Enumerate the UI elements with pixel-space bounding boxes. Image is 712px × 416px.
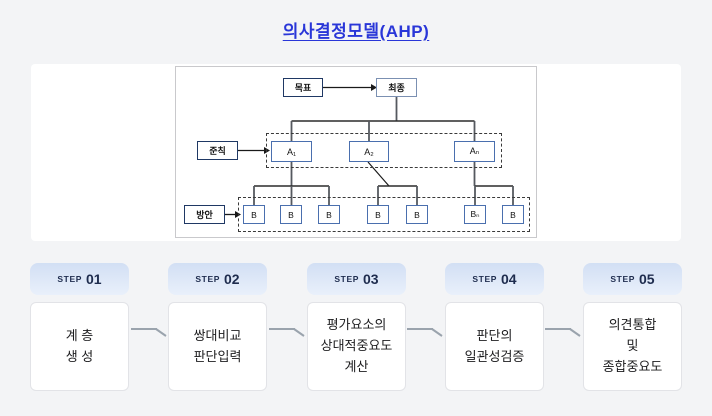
alt-b2-node: B: [280, 205, 302, 224]
steps-row: STEP 01 계 층 생 성 STEP 02 쌍대비교 판단입력 STEP 0…: [30, 263, 682, 393]
flow-arrow-icon: [269, 328, 305, 337]
step-2-number: 02: [224, 271, 240, 287]
step-5-number: 05: [639, 271, 655, 287]
alt-b4-node: B: [367, 205, 389, 224]
step-5-body: 의견통합 및 종합중요도: [583, 302, 682, 391]
step-4-label: STEP: [472, 274, 498, 284]
step-1-header: STEP 01: [30, 263, 129, 295]
step-3: STEP 03 평가요소의 상대적중요도 계산: [307, 263, 406, 391]
step-2: STEP 02 쌍대비교 판단입력: [168, 263, 267, 391]
alt-b5-node: B: [406, 205, 428, 224]
flow-arrow-icon: [131, 328, 167, 337]
flow-arrow-icon: [407, 328, 443, 337]
step-4-header: STEP 04: [445, 263, 544, 295]
page-title[interactable]: 의사결정모델(AHP): [282, 22, 430, 41]
alternatives-node: 방안: [184, 205, 225, 224]
step-4-body: 판단의 일관성검증: [445, 302, 544, 391]
step-1-label: STEP: [57, 274, 83, 284]
step-4: STEP 04 판단의 일관성검증: [445, 263, 544, 391]
step-3-number: 03: [363, 271, 379, 287]
alternatives-group-outline: [238, 197, 530, 232]
step-1-body: 계 층 생 성: [30, 302, 129, 391]
step-5: STEP 05 의견통합 및 종합중요도: [583, 263, 682, 391]
flow-arrow-icon: [545, 328, 581, 337]
step-1-number: 01: [86, 271, 102, 287]
step-2-header: STEP 02: [168, 263, 267, 295]
step-5-label: STEP: [610, 274, 636, 284]
alt-b7-node: B: [502, 205, 524, 224]
step-5-header: STEP 05: [583, 263, 682, 295]
alt-bn-node: Bₙ: [464, 205, 486, 224]
step-2-label: STEP: [195, 274, 221, 284]
step-3-header: STEP 03: [307, 263, 406, 295]
criterion-an-node: Aₙ: [454, 141, 495, 162]
final-node: 최종: [376, 78, 417, 97]
goal-node: 목표: [283, 78, 323, 97]
criterion-a2-node: A₂: [349, 141, 389, 162]
step-3-label: STEP: [334, 274, 360, 284]
connector-lines: [225, 84, 514, 218]
alt-b1-node: B: [243, 205, 265, 224]
step-2-body: 쌍대비교 판단입력: [168, 302, 267, 391]
criteria-group-outline: [266, 133, 502, 168]
criteria-node: 준칙: [197, 141, 238, 160]
step-1: STEP 01 계 층 생 성: [30, 263, 129, 391]
ahp-hierarchy-diagram: 목표 최종 준칙 A₁ A₂ Aₙ 방안 B B B B B Bₙ B: [175, 66, 537, 238]
step-3-body: 평가요소의 상대적중요도 계산: [307, 302, 406, 391]
criterion-a1-node: A₁: [271, 141, 312, 162]
alt-b3-node: B: [318, 205, 340, 224]
step-4-number: 04: [501, 271, 517, 287]
